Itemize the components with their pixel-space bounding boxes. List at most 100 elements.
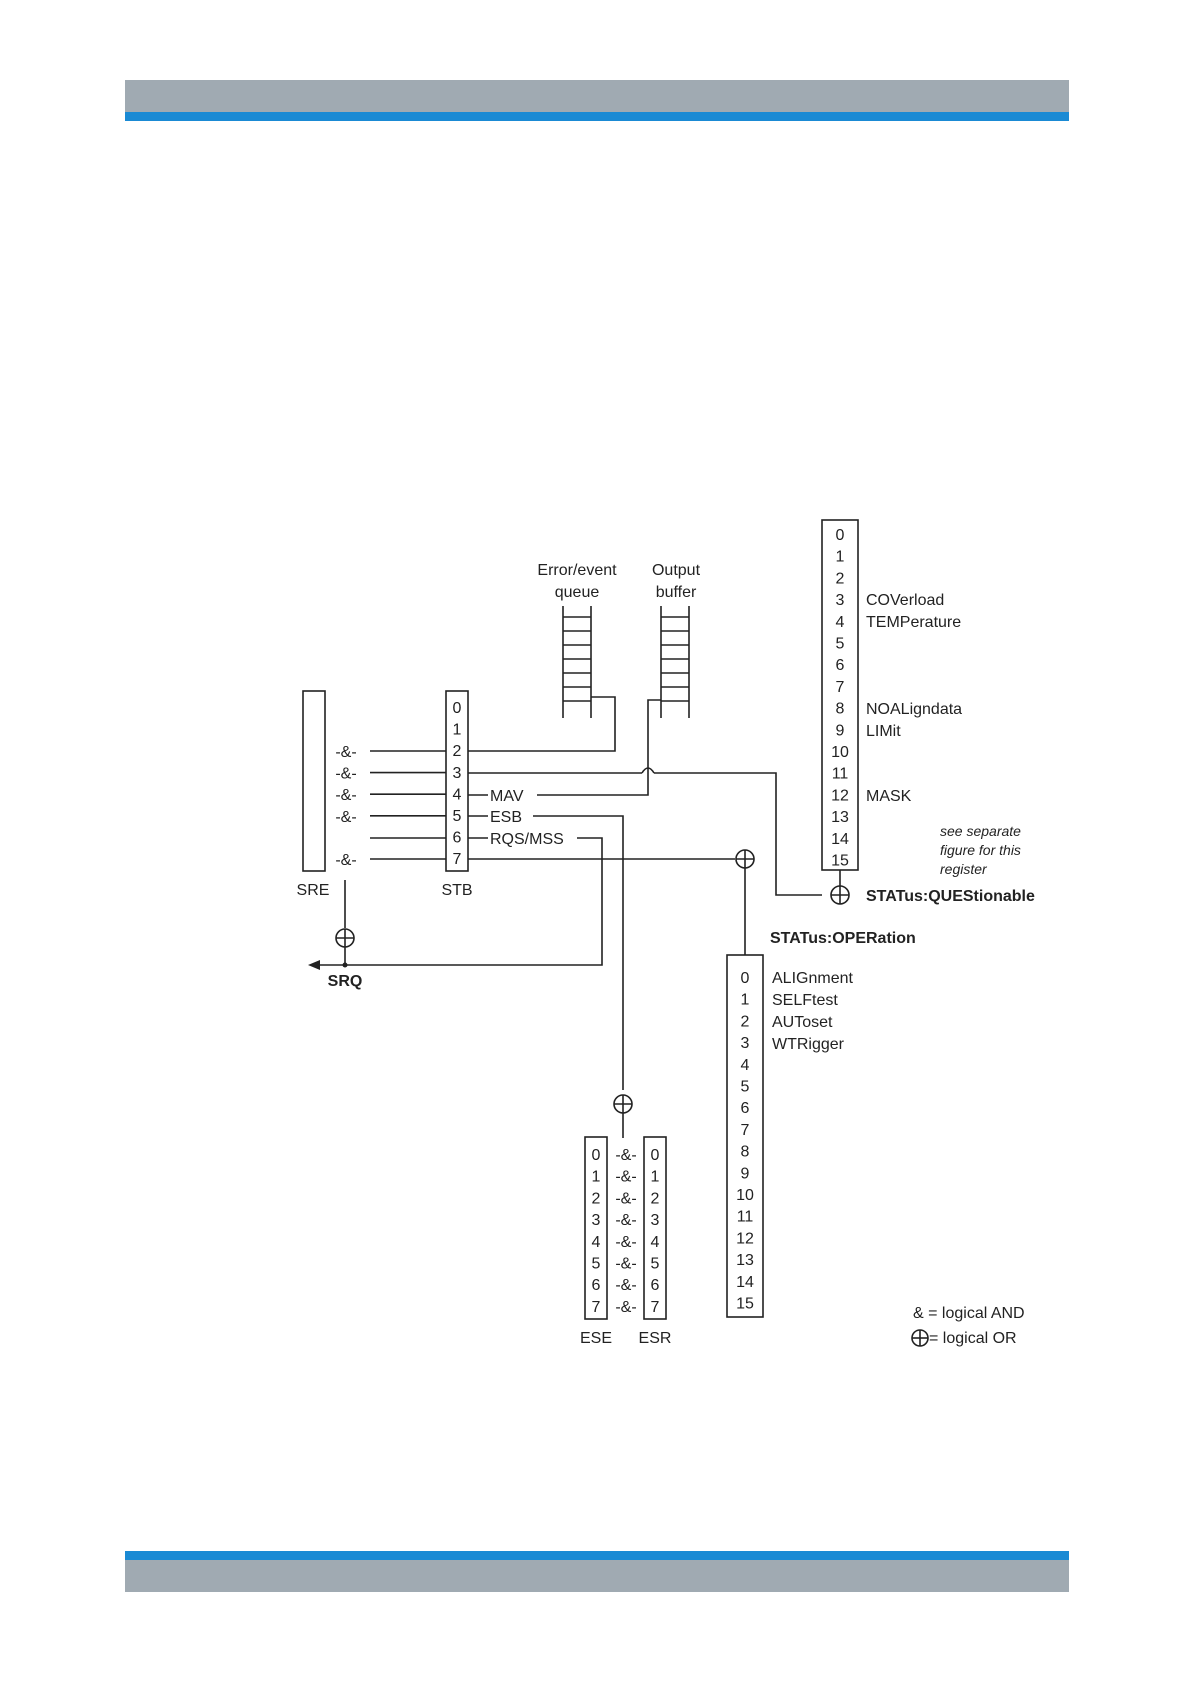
esr-or-gate xyxy=(613,1094,633,1114)
stb-bit-1: 1 xyxy=(453,722,462,739)
oper-bit-1: 1 xyxy=(741,992,750,1009)
error-event-queue: Error/event queue xyxy=(537,562,617,718)
ques-bit8-label: NOALigndata xyxy=(866,701,962,718)
output-buffer-connection xyxy=(537,699,661,796)
srq-arrow xyxy=(308,960,320,970)
questionable-or-gate xyxy=(830,885,850,905)
output-buffer-label-1: Output xyxy=(652,562,701,579)
srq-or-gate xyxy=(335,928,355,948)
ese-esr-and-gate-4: -&- xyxy=(615,1234,636,1251)
ques-bit-6: 6 xyxy=(836,657,845,674)
questionable-register-box xyxy=(821,519,859,871)
oper-bit-4: 4 xyxy=(741,1057,750,1074)
ques-bit4-label: TEMPerature xyxy=(866,614,961,631)
ese-esr-and-gate-5: -&- xyxy=(615,1256,636,1273)
oper-bit2-label: AUToset xyxy=(772,1014,833,1031)
sre-label: SRE xyxy=(297,882,330,899)
ques-bit3-label: COVerload xyxy=(866,592,944,609)
ese-esr-and-gate-1: -&- xyxy=(615,1169,636,1186)
stb-bit-7: 7 xyxy=(453,851,462,868)
ese-bit-2: 2 xyxy=(592,1190,601,1207)
sre-and-gate-4: -&- xyxy=(335,787,356,804)
stb-bit-6: 6 xyxy=(453,830,462,847)
ques-bit-11: 11 xyxy=(832,766,849,783)
output-buffer-label-2: buffer xyxy=(656,584,697,601)
sre-register-box xyxy=(302,690,326,872)
error-queue-label-1: Error/event xyxy=(537,562,617,579)
esr-bit-2: 2 xyxy=(651,1190,660,1207)
esb-connection xyxy=(533,815,624,1090)
footer-gray-band xyxy=(125,1560,1069,1592)
sre-and-gate-3: -&- xyxy=(335,766,356,783)
ques-bit-12: 12 xyxy=(831,787,849,804)
esb-label: ESB xyxy=(490,809,522,826)
stb-bit-2: 2 xyxy=(453,743,462,760)
ques-bit-13: 13 xyxy=(831,809,849,826)
oper-bit0-label: ALIGnment xyxy=(772,970,853,987)
ese-esr-and-gate-2: -&- xyxy=(615,1190,636,1207)
stb-bit-5: 5 xyxy=(453,808,462,825)
esr-label: ESR xyxy=(639,1330,672,1347)
stb-bit-0: 0 xyxy=(453,700,462,717)
esr-bit-6: 6 xyxy=(651,1277,660,1294)
sre-and-gate-2: -&- xyxy=(335,744,356,761)
ese-bit-5: 5 xyxy=(592,1256,601,1273)
ques-bit-8: 8 xyxy=(836,701,845,718)
oper-bit-11: 11 xyxy=(737,1209,754,1226)
ques-bit-3: 3 xyxy=(836,592,845,609)
ques-bit-4: 4 xyxy=(836,614,845,631)
srq-label: SRQ xyxy=(328,973,363,990)
footer-blue-stripe xyxy=(125,1551,1069,1560)
legend-or: = logical OR xyxy=(929,1330,1017,1347)
esr-bit-4: 4 xyxy=(651,1234,660,1251)
ques-bit12-label: MASK xyxy=(866,788,912,805)
ese-bit-1: 1 xyxy=(592,1169,601,1186)
ese-bit-7: 7 xyxy=(592,1299,601,1316)
header-blue-stripe xyxy=(125,112,1069,121)
ese-bit-0: 0 xyxy=(592,1147,601,1164)
ques-bit-9: 9 xyxy=(836,722,845,739)
sre-and-gate-7: -&- xyxy=(335,852,356,869)
ques-note-line1: see separate xyxy=(940,823,1021,839)
ques-note-line2: figure for this xyxy=(940,842,1021,858)
legend-and: & = logical AND xyxy=(913,1305,1025,1322)
header-gray-band xyxy=(125,80,1069,112)
ese-label: ESE xyxy=(580,1330,612,1347)
ques-bit-10: 10 xyxy=(831,744,849,761)
ese-esr-bits: 0-&-01-&-12-&-23-&-34-&-45-&-56-&-67-&-7 xyxy=(592,1147,660,1316)
ese-esr-and-gate-0: -&- xyxy=(615,1147,636,1164)
ese-esr-and-gate-7: -&- xyxy=(615,1299,636,1316)
esr-bit-7: 7 xyxy=(651,1299,660,1316)
operation-or-gate xyxy=(735,849,755,869)
oper-bit-14: 14 xyxy=(736,1274,754,1291)
output-buffer: Output buffer xyxy=(652,562,701,718)
mav-label: MAV xyxy=(490,788,524,805)
oper-bit-3: 3 xyxy=(741,1035,750,1052)
ese-bit-6: 6 xyxy=(592,1277,601,1294)
ese-bit-3: 3 xyxy=(592,1212,601,1229)
ese-bit-4: 4 xyxy=(592,1234,601,1251)
ese-register-box xyxy=(584,1136,608,1320)
questionable-connection xyxy=(654,772,822,896)
stb-label: STB xyxy=(441,882,472,899)
error-queue-connection xyxy=(468,696,616,752)
questionable-title: STATus:QUEStionable xyxy=(866,888,1035,905)
ques-bit-14: 14 xyxy=(831,831,849,848)
ques-bit-2: 2 xyxy=(836,570,845,587)
error-queue-label-2: queue xyxy=(555,584,600,601)
ques-note-line3: register xyxy=(940,861,988,877)
operation-register-box xyxy=(726,954,764,1318)
ques-bit-1: 1 xyxy=(836,549,845,566)
ques-bit-7: 7 xyxy=(836,679,845,696)
operation-title: STATus:OPERation xyxy=(770,930,916,947)
oper-bit-12: 12 xyxy=(736,1230,754,1247)
oper-bit-6: 6 xyxy=(741,1100,750,1117)
oper-bit-13: 13 xyxy=(736,1252,754,1269)
oper-bit-15: 15 xyxy=(736,1296,754,1313)
esr-register-box xyxy=(643,1136,667,1320)
stb-register-box xyxy=(445,690,469,872)
